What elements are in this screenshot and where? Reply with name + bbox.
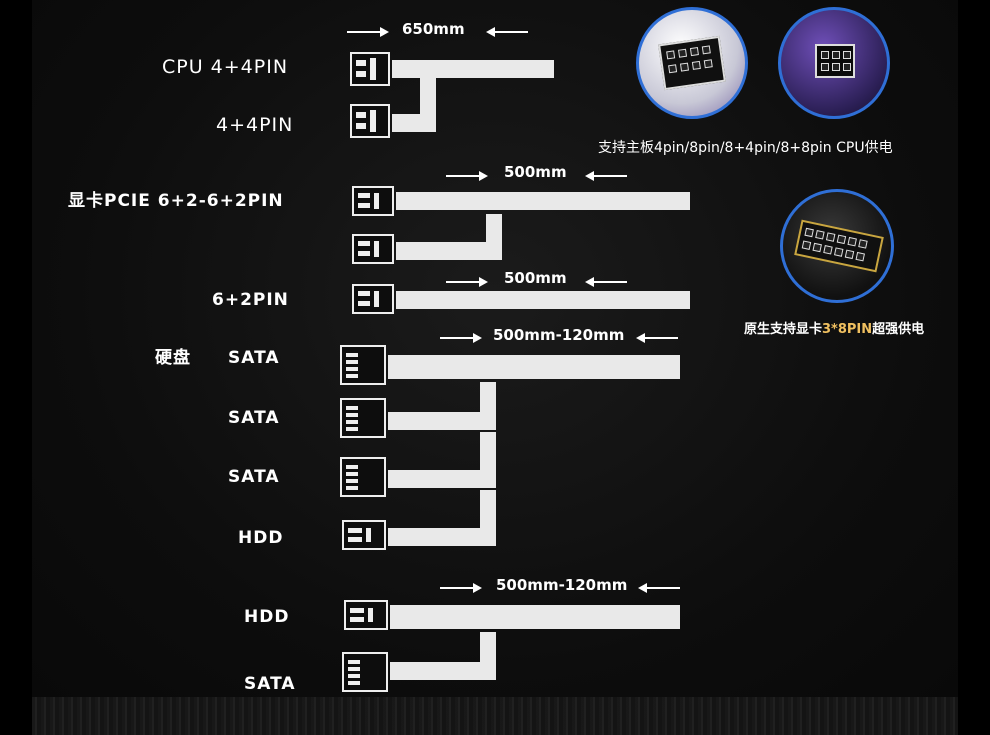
drive-item-label: HDD: [238, 528, 284, 548]
pcie-connector-icon: [352, 186, 394, 216]
drive-cable-main: [388, 355, 680, 379]
cpu-cable-end: [392, 114, 436, 132]
gpu-length-label-2: 500mm: [504, 269, 567, 287]
gpu-caption-suffix: 超强供电: [872, 322, 925, 337]
drive-cable-end: [390, 662, 496, 680]
drive-cable-end: [388, 528, 496, 546]
drive-item-label: SATA: [228, 348, 280, 368]
arrow-right-icon: [440, 333, 482, 343]
drive-length-label-2: 500mm-120mm: [496, 576, 628, 594]
pcie-connector-icon: [352, 234, 394, 264]
cpu-cable-main: [392, 60, 554, 78]
arrow-right-icon: [440, 583, 482, 593]
gpu-caption-highlight: 3*8PIN: [822, 322, 873, 337]
gpu-caption-prefix: 原生支持显卡: [744, 322, 823, 337]
arrow-left-icon: [638, 583, 680, 593]
pcie-connector-icon: [352, 284, 394, 314]
gpu-cable-2: [396, 291, 690, 309]
cpu-connector-icon: [350, 104, 390, 138]
drive-item-label: SATA: [244, 674, 296, 694]
cpu-support-caption: 支持主板4pin/8pin/8+4pin/8+8pin CPU供电: [598, 140, 893, 156]
gpu-length-label-1: 500mm: [504, 163, 567, 181]
sata-connector-icon: [340, 457, 386, 497]
gpu-label: 显卡PCIE 6+2-6+2PIN: [68, 191, 284, 211]
drive-cable-end: [388, 412, 496, 430]
drive-length-label-1: 500mm-120mm: [493, 326, 625, 344]
right-border: [958, 0, 990, 735]
cpu-label-2: 4+4PIN: [216, 114, 294, 136]
drive-group-label: 硬盘: [155, 348, 191, 368]
drive-item-label: SATA: [228, 408, 280, 428]
sata-connector-icon: [342, 652, 388, 692]
drive-cable-main: [390, 605, 680, 629]
molex-connector-icon: [342, 520, 386, 550]
sata-connector-icon: [340, 345, 386, 385]
gpu-label-2: 6+2PIN: [212, 290, 289, 310]
cpu-connector-icon: [350, 52, 390, 86]
motherboard-cpu-socket-photo: [636, 7, 748, 119]
gpu-support-caption: 原生支持显卡3*8PIN超强供电: [744, 318, 924, 337]
arrow-left-icon: [585, 277, 627, 287]
cpu-label-1: CPU 4+4PIN: [162, 56, 289, 78]
drive-cable-end: [388, 470, 496, 488]
arrow-right-icon: [347, 27, 389, 37]
arrow-right-icon: [446, 277, 488, 287]
textured-floor: [32, 697, 958, 735]
arrow-right-icon: [446, 171, 488, 181]
gpu-connector-photo: [780, 189, 894, 303]
gpu-cable-main: [396, 192, 690, 210]
drive-item-label: HDD: [244, 607, 290, 627]
motherboard-connector-photo: [778, 7, 890, 119]
sata-connector-icon: [340, 398, 386, 438]
drive-item-label: SATA: [228, 467, 280, 487]
molex-connector-icon: [344, 600, 388, 630]
gpu-cable-end: [396, 242, 502, 260]
arrow-left-icon: [486, 27, 528, 37]
cpu-length-label: 650mm: [402, 20, 465, 38]
arrow-left-icon: [585, 171, 627, 181]
arrow-left-icon: [636, 333, 678, 343]
left-border: [0, 0, 32, 735]
